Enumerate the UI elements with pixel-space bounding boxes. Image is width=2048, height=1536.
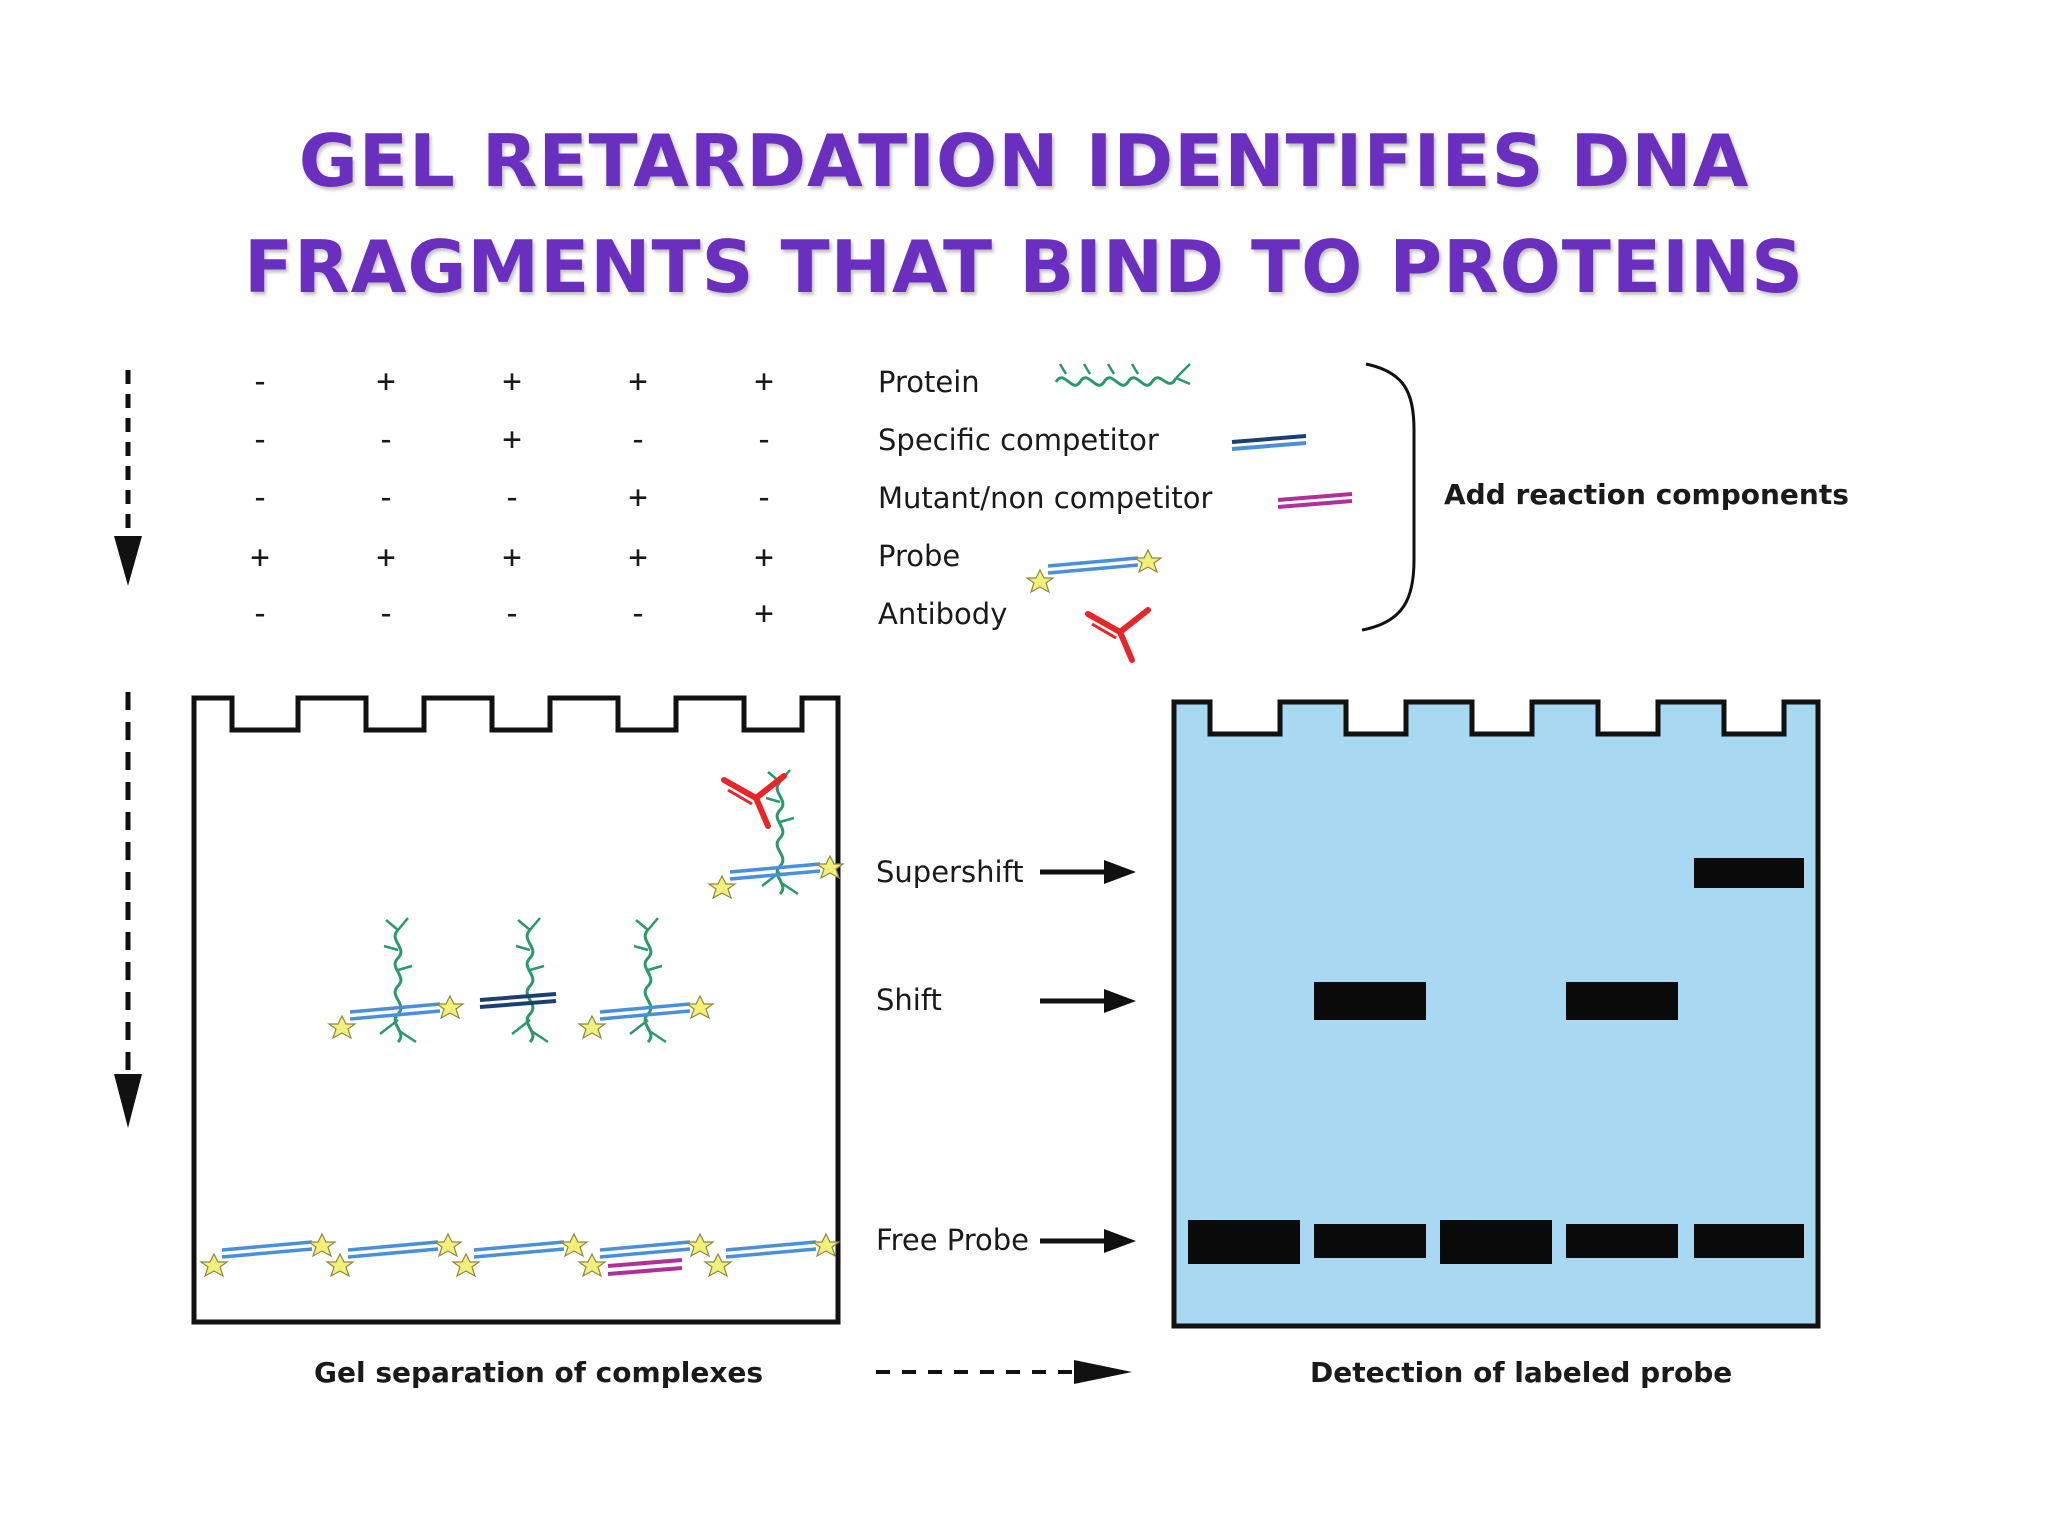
row-label-protein: Protein [878,365,980,399]
shift-band [1566,982,1678,1020]
bracket [1362,364,1414,630]
row-label-specific-competitor: Specific competitor [878,423,1159,457]
sign-cell: + [754,538,773,576]
free-probe-band [1440,1220,1552,1264]
row-specific-competitor-signs: - - + - - [250,420,773,458]
supershift-band [1694,858,1804,888]
shift-label: Shift [876,983,942,1017]
sign-cell: - [250,478,269,516]
free-probe-arrow [1040,1229,1136,1253]
sign-cell: + [628,362,647,400]
sign-cell: + [754,594,773,632]
sign-table: - + + + + - - + - - - - - + - + + + + + [250,362,773,632]
sign-cell: + [628,478,647,516]
step-arrow-top [114,370,142,586]
free-probe-label: Free Probe [876,1223,1029,1257]
sign-cell: - [376,420,395,458]
shift-arrow [1040,989,1136,1013]
row-label-mutant: Mutant/non competitor [878,481,1213,515]
add-reaction-components-label: Add reaction components [1444,478,1849,511]
sign-cell: - [502,594,521,632]
sign-cell: - [376,478,395,516]
sign-cell: + [250,538,269,576]
sign-cell: - [250,420,269,458]
free-probe-band [1566,1224,1678,1258]
sign-cell: - [250,362,269,400]
sign-cell: - [628,420,647,458]
row-mutant-signs: - - - + - [250,478,773,516]
protein-icon [1056,364,1190,385]
row-protein-signs: - + + + + [250,362,773,400]
sign-cell: + [502,538,521,576]
sign-cell: + [502,362,521,400]
flow-arrow [876,1360,1132,1384]
row-probe-signs: + + + + + [250,538,773,576]
supershift-label: Supershift [876,855,1024,889]
mutant-competitor-icon [1278,494,1352,507]
specific-competitor-icon [1232,436,1306,449]
sign-cell: - [250,594,269,632]
free-probe-band [1314,1224,1426,1258]
free-probe-band [1188,1220,1300,1264]
sign-cell: - [376,594,395,632]
row-label-probe: Probe [878,539,960,573]
sign-cell: + [502,420,521,458]
sign-cell: - [502,478,521,516]
probe-icon [1027,550,1161,592]
antibody-icon [1088,610,1148,660]
row-antibody-signs: - - - - + [250,594,773,632]
right-gel-caption: Detection of labeled probe [1310,1356,1732,1389]
sign-cell: + [376,538,395,576]
step-arrow-bottom [114,692,142,1128]
sign-cell: + [754,362,773,400]
left-gel-caption: Gel separation of complexes [314,1356,763,1389]
sign-cell: + [628,538,647,576]
row-label-antibody: Antibody [878,597,1007,631]
sign-cell: + [376,362,395,400]
sign-cell: - [754,478,773,516]
sign-cell: - [754,420,773,458]
sign-cell: - [628,594,647,632]
free-probe-band [1694,1224,1804,1258]
supershift-arrow [1040,860,1136,884]
shift-band [1314,982,1426,1020]
